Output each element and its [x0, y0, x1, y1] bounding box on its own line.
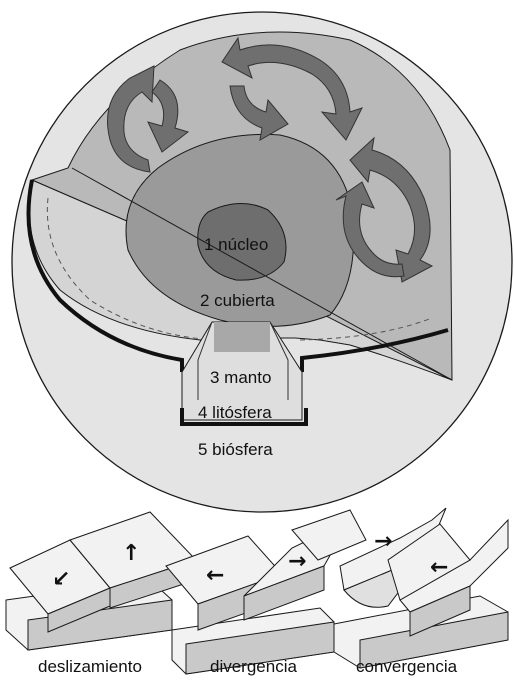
plate-panel-divergencia: ← → divergencia — [165, 509, 367, 676]
section-line — [71, 167, 453, 381]
trench-bottom — [180, 408, 308, 426]
plate-arrow: → — [288, 549, 306, 574]
dashed-boundary — [46, 197, 433, 341]
plate-arrow: ↑ — [122, 541, 140, 566]
crust-rim-right — [300, 328, 449, 372]
plate-panel-deslizamiento: ↙ ↑ deslizamiento — [5, 511, 197, 676]
crust-rim — [26, 179, 184, 372]
plate-arrow: ↙ — [52, 567, 70, 592]
layer-label-core: 1 núcleo — [204, 235, 268, 254]
layer-label-litosfera: 4 litósfera — [198, 403, 272, 422]
core — [197, 202, 287, 281]
plate-arrow: ← — [206, 563, 224, 588]
plate-caption: deslizamiento — [38, 657, 142, 676]
block-right-side — [243, 565, 325, 621]
layer-label-manto: 3 manto — [210, 368, 271, 387]
convection-arrows — [107, 36, 434, 283]
block-right-top2 — [291, 509, 367, 561]
base-slab-front — [359, 611, 509, 669]
layer-label-cubierta: 2 cubierta — [200, 291, 275, 310]
block-right-crest — [387, 523, 471, 601]
trench-inner — [197, 321, 289, 400]
plate-caption: convergencia — [356, 657, 458, 676]
convection-arrow-3 — [349, 136, 434, 283]
plate-arrow: → — [374, 529, 392, 554]
block-right-side — [409, 585, 471, 637]
earth-cutaway: 1 núcleo 2 cubierta 3 manto 4 litósfera … — [11, 11, 513, 513]
plate-arrow: ← — [430, 555, 448, 580]
plate-caption: divergencia — [210, 657, 297, 676]
convection-arrow-2 — [221, 36, 363, 141]
convection-arrow-1 — [107, 65, 155, 173]
convection-arrow-3b — [335, 181, 405, 278]
convection-arrow-2b — [229, 85, 289, 141]
plate-panel-convergencia: → ← convergencia — [333, 507, 509, 676]
convection-arrow-1b — [147, 79, 190, 153]
layer-label-biosfera: 5 biósfera — [198, 440, 273, 459]
trench-mantle-block — [214, 322, 270, 352]
